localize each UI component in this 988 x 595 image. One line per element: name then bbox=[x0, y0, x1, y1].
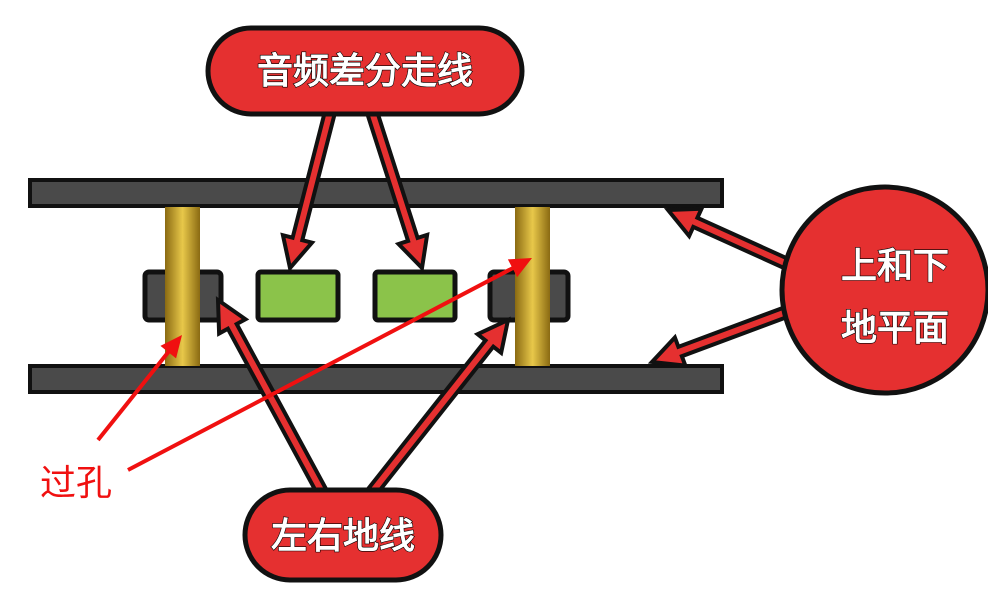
audio-diff-trace-negative bbox=[372, 269, 458, 323]
arrow-to-right-via bbox=[127, 258, 532, 472]
top-ground-plane bbox=[28, 178, 724, 208]
ground-plane-callout: 上和下 地平面 bbox=[779, 184, 988, 396]
ground-plane-label-line2: 地平面 bbox=[841, 308, 949, 349]
audio-diff-trace-callout: 音频差分走线 bbox=[205, 25, 525, 117]
arrow-to-positive-trace bbox=[280, 108, 338, 273]
ground-line-callout: 左右地线 bbox=[242, 487, 444, 583]
via-annotation-label: 过孔 bbox=[40, 463, 112, 504]
arrow-to-left-ground bbox=[215, 296, 330, 498]
bottom-ground-plane bbox=[28, 364, 724, 394]
right-via bbox=[515, 207, 550, 366]
left-via bbox=[165, 207, 200, 366]
ground-line-label: 左右地线 bbox=[271, 516, 415, 557]
arrow-to-left-via bbox=[96, 335, 182, 442]
ground-plane-label-line1: 上和下 bbox=[841, 246, 949, 287]
arrow-to-right-ground bbox=[365, 316, 511, 498]
arrow-to-negative-trace bbox=[364, 107, 430, 273]
audio-diff-trace-positive bbox=[255, 269, 341, 323]
audio-diff-trace-label: 音频差分走线 bbox=[257, 51, 473, 92]
